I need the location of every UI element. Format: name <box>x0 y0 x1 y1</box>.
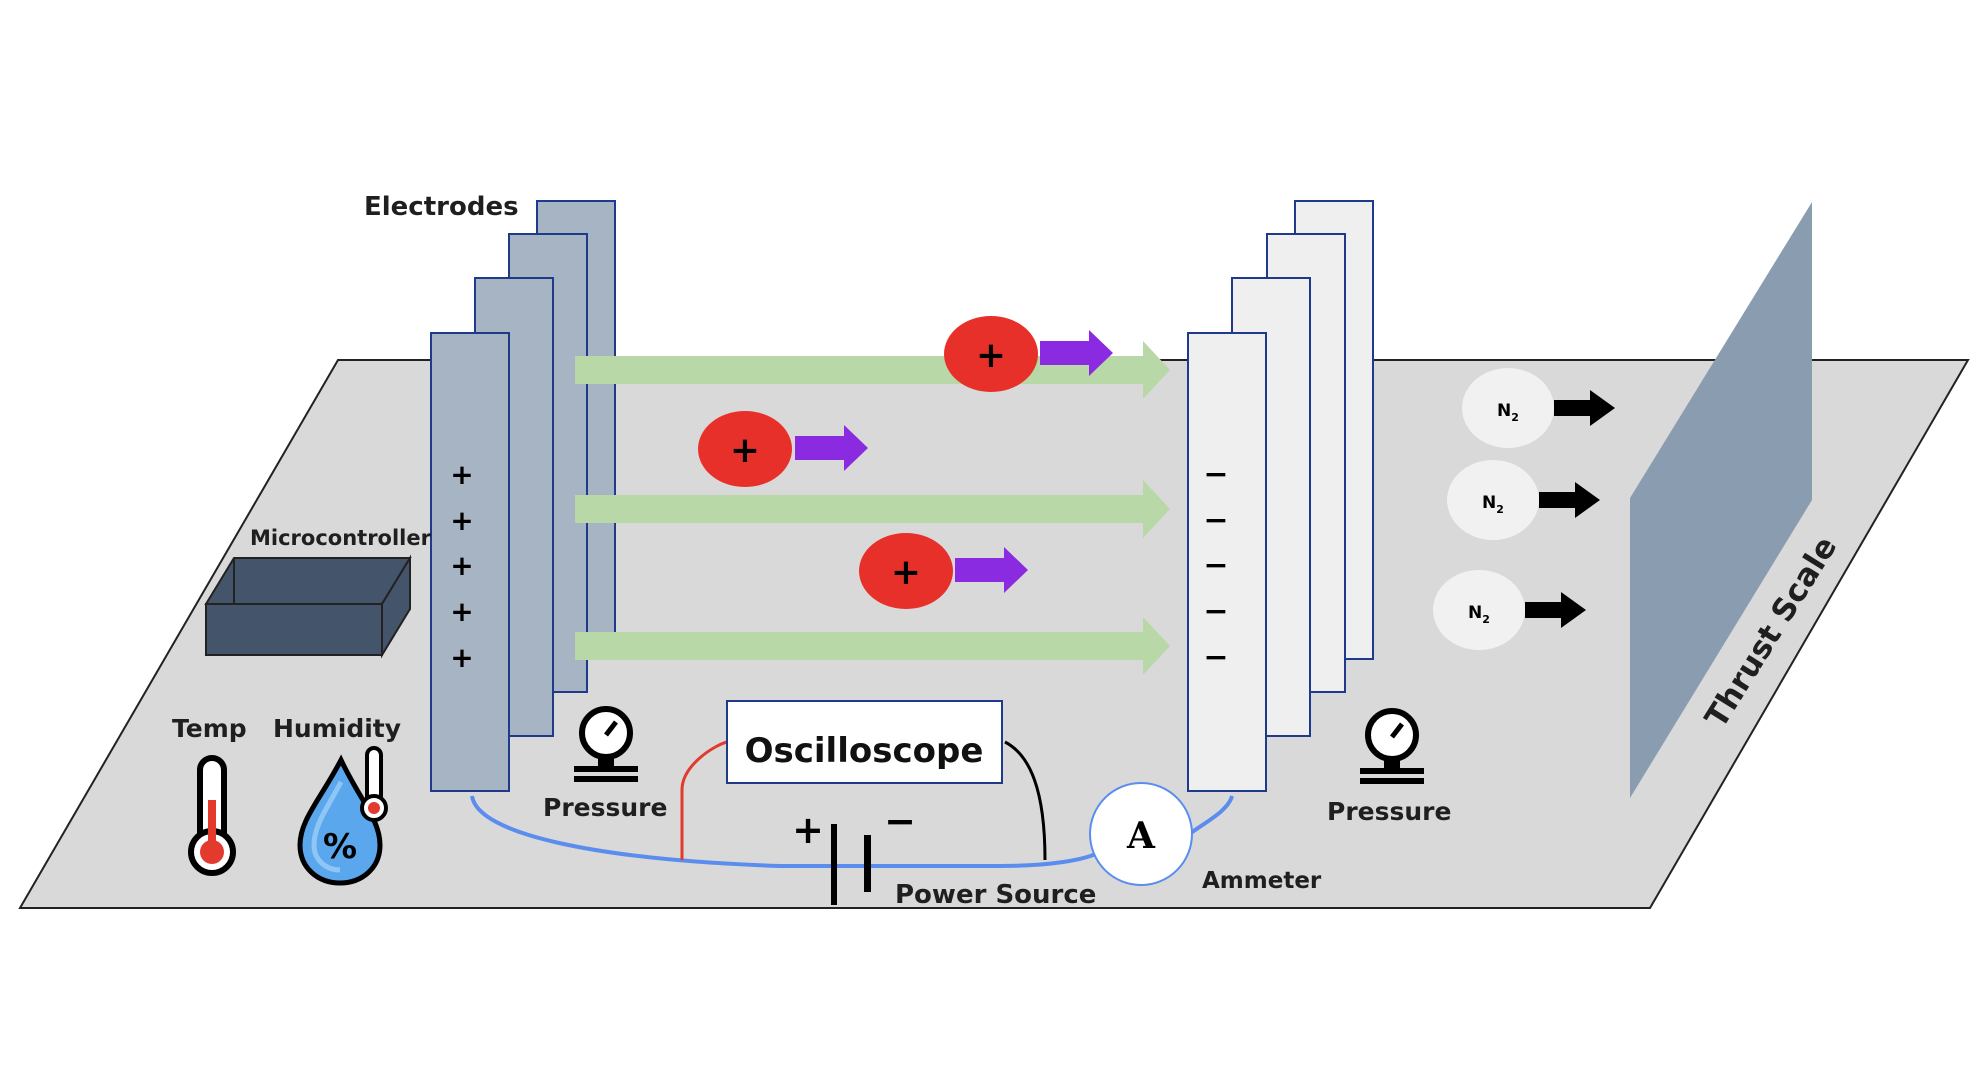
airflow-arrow <box>575 341 1170 399</box>
cathode-sign: − <box>1203 457 1228 492</box>
n2-label: N2 <box>1497 401 1519 424</box>
cathode-sign: − <box>1203 594 1228 629</box>
anode-sign: + <box>450 595 473 628</box>
cathode-electrodes: − − − − − <box>1187 200 1374 792</box>
electrodes-label: Electrodes <box>364 192 519 222</box>
ion: + <box>698 411 868 487</box>
anode-plate <box>430 332 510 792</box>
ammeter-symbol: A <box>1126 815 1156 857</box>
cathode-plate <box>1187 332 1267 792</box>
pressure-gauge-icon <box>1360 708 1424 784</box>
thermometer-icon <box>188 755 236 876</box>
ion-charge: + <box>891 552 921 593</box>
airflow-arrow <box>575 617 1170 675</box>
pressure-gauge-icon <box>574 706 638 782</box>
n2-arrow <box>1539 482 1600 518</box>
ion-arrow <box>795 425 868 471</box>
anode-sign: + <box>450 549 473 582</box>
n2-label: N2 <box>1468 603 1490 626</box>
battery-icon <box>831 824 871 905</box>
n2-arrow <box>1554 390 1615 426</box>
temp-label: Temp <box>172 714 247 743</box>
thrust-scale-plate <box>1630 202 1812 798</box>
battery-plus: + <box>792 808 824 852</box>
oscilloscope-wire-black <box>1004 740 1047 861</box>
anode-electrodes: + + + + + <box>430 200 616 792</box>
ion-arrow <box>1040 330 1113 376</box>
microcontroller-label: Microcontroller <box>250 526 432 550</box>
pressure-label-left: Pressure <box>543 793 667 822</box>
airflow-arrows <box>575 341 1170 675</box>
anode-sign: + <box>450 504 473 537</box>
oscilloscope-wire-red <box>680 740 728 860</box>
oscilloscope-box <box>726 700 1003 784</box>
airflow-arrow <box>575 480 1170 538</box>
n2-molecule: N2 <box>1462 368 1615 448</box>
ammeter-icon <box>1089 782 1193 886</box>
ion-charge: + <box>730 430 760 471</box>
microcontroller-box <box>204 554 412 659</box>
pressure-label-right: Pressure <box>1327 797 1451 826</box>
cathode-sign: − <box>1203 548 1228 583</box>
anode-sign: + <box>450 641 473 674</box>
ion: + <box>859 533 1028 609</box>
cathode-sign: − <box>1203 503 1228 538</box>
anode-sign: + <box>450 458 473 491</box>
ion-arrow <box>955 547 1028 593</box>
humidity-percent: % <box>323 827 357 867</box>
n2-molecule: N2 <box>1447 460 1600 540</box>
ion: + <box>944 316 1113 392</box>
ion-charge: + <box>976 335 1006 376</box>
humidity-droplet-icon: % <box>297 746 388 886</box>
n2-molecule: N2 <box>1433 570 1586 650</box>
ammeter-label: Ammeter <box>1202 868 1322 894</box>
oscilloscope-label: Oscilloscope <box>745 731 984 771</box>
n2-arrow <box>1525 592 1586 628</box>
circuit-wire <box>470 795 1101 868</box>
humidity-label: Humidity <box>273 714 401 743</box>
cathode-sign: − <box>1203 640 1228 675</box>
power-source-label: Power Source <box>895 880 1096 910</box>
n2-label: N2 <box>1482 493 1504 516</box>
battery-minus: − <box>884 799 916 843</box>
